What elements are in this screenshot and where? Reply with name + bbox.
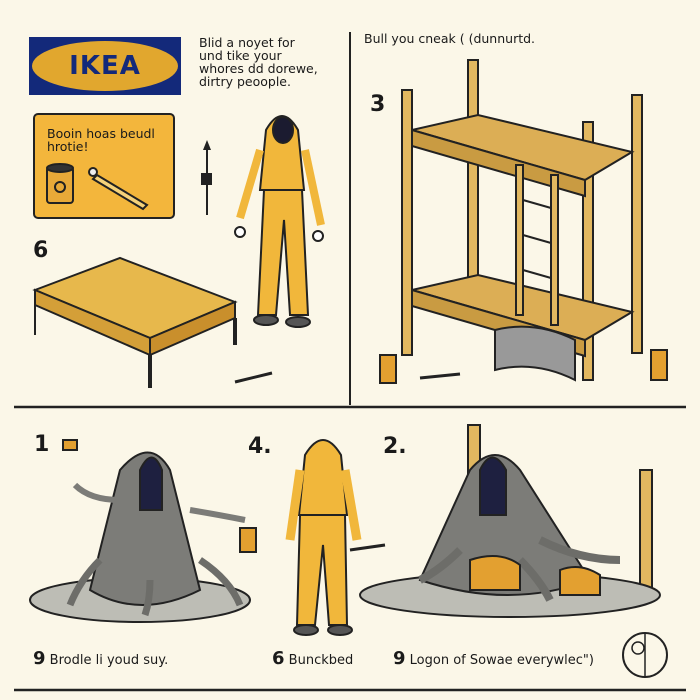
card-line: Booin hoas beudl (47, 126, 155, 141)
bottom-caption-1: 9 Brodle li youd suy. (33, 648, 168, 669)
caption-number: 6 (272, 648, 285, 669)
step-number: 1 (34, 432, 50, 457)
step-number: 3 (370, 92, 386, 117)
caption-number: 9 (33, 648, 46, 669)
caption-number: 9 (393, 648, 406, 669)
intro-line: und tike your (199, 48, 282, 63)
intro-line: dirtry peoople. (199, 74, 291, 89)
warning-hand-icon (622, 632, 668, 678)
logo-text: IKEA (69, 51, 141, 81)
intro-line: whores dd dorewe, (199, 61, 318, 76)
top-right-caption: Bull you cneak ( (dunnurtd. (364, 31, 536, 46)
tool-card: Booin hoas beudl hrotie! (33, 113, 175, 219)
sludge-monster-illustration-2 (359, 424, 661, 618)
step-number: 4. (248, 434, 272, 459)
can-icon (46, 163, 74, 204)
sludge-monster-illustration-1 (29, 439, 257, 623)
step-number: 2. (383, 434, 407, 459)
bed-frame-illustration (32, 256, 273, 388)
screwdriver-icon (88, 167, 149, 211)
ikea-logo: IKEA (29, 37, 181, 95)
caption-text: Brodle li youd suy. (49, 653, 169, 668)
step-number: 6 (33, 238, 49, 263)
card-line: hrotie! (47, 139, 89, 154)
bottom-caption-2: 6 Bunckbed (272, 648, 353, 669)
hazmat-person-illustration-2 (285, 439, 386, 636)
intro-text: Blid a noyet for und tike your whores dd… (199, 36, 318, 88)
caption-text: Bunckbed (288, 653, 354, 668)
bunk-bed-illustration (379, 59, 668, 384)
arrow-marker-icon (201, 140, 212, 215)
hazmat-person-illustration (234, 115, 325, 328)
intro-line: Blid a noyet for (199, 35, 295, 50)
bottom-caption-3: 9 Logon of Sowae everywlec") (393, 648, 594, 669)
caption-text: Logon of Sowae everywlec") (409, 653, 594, 668)
